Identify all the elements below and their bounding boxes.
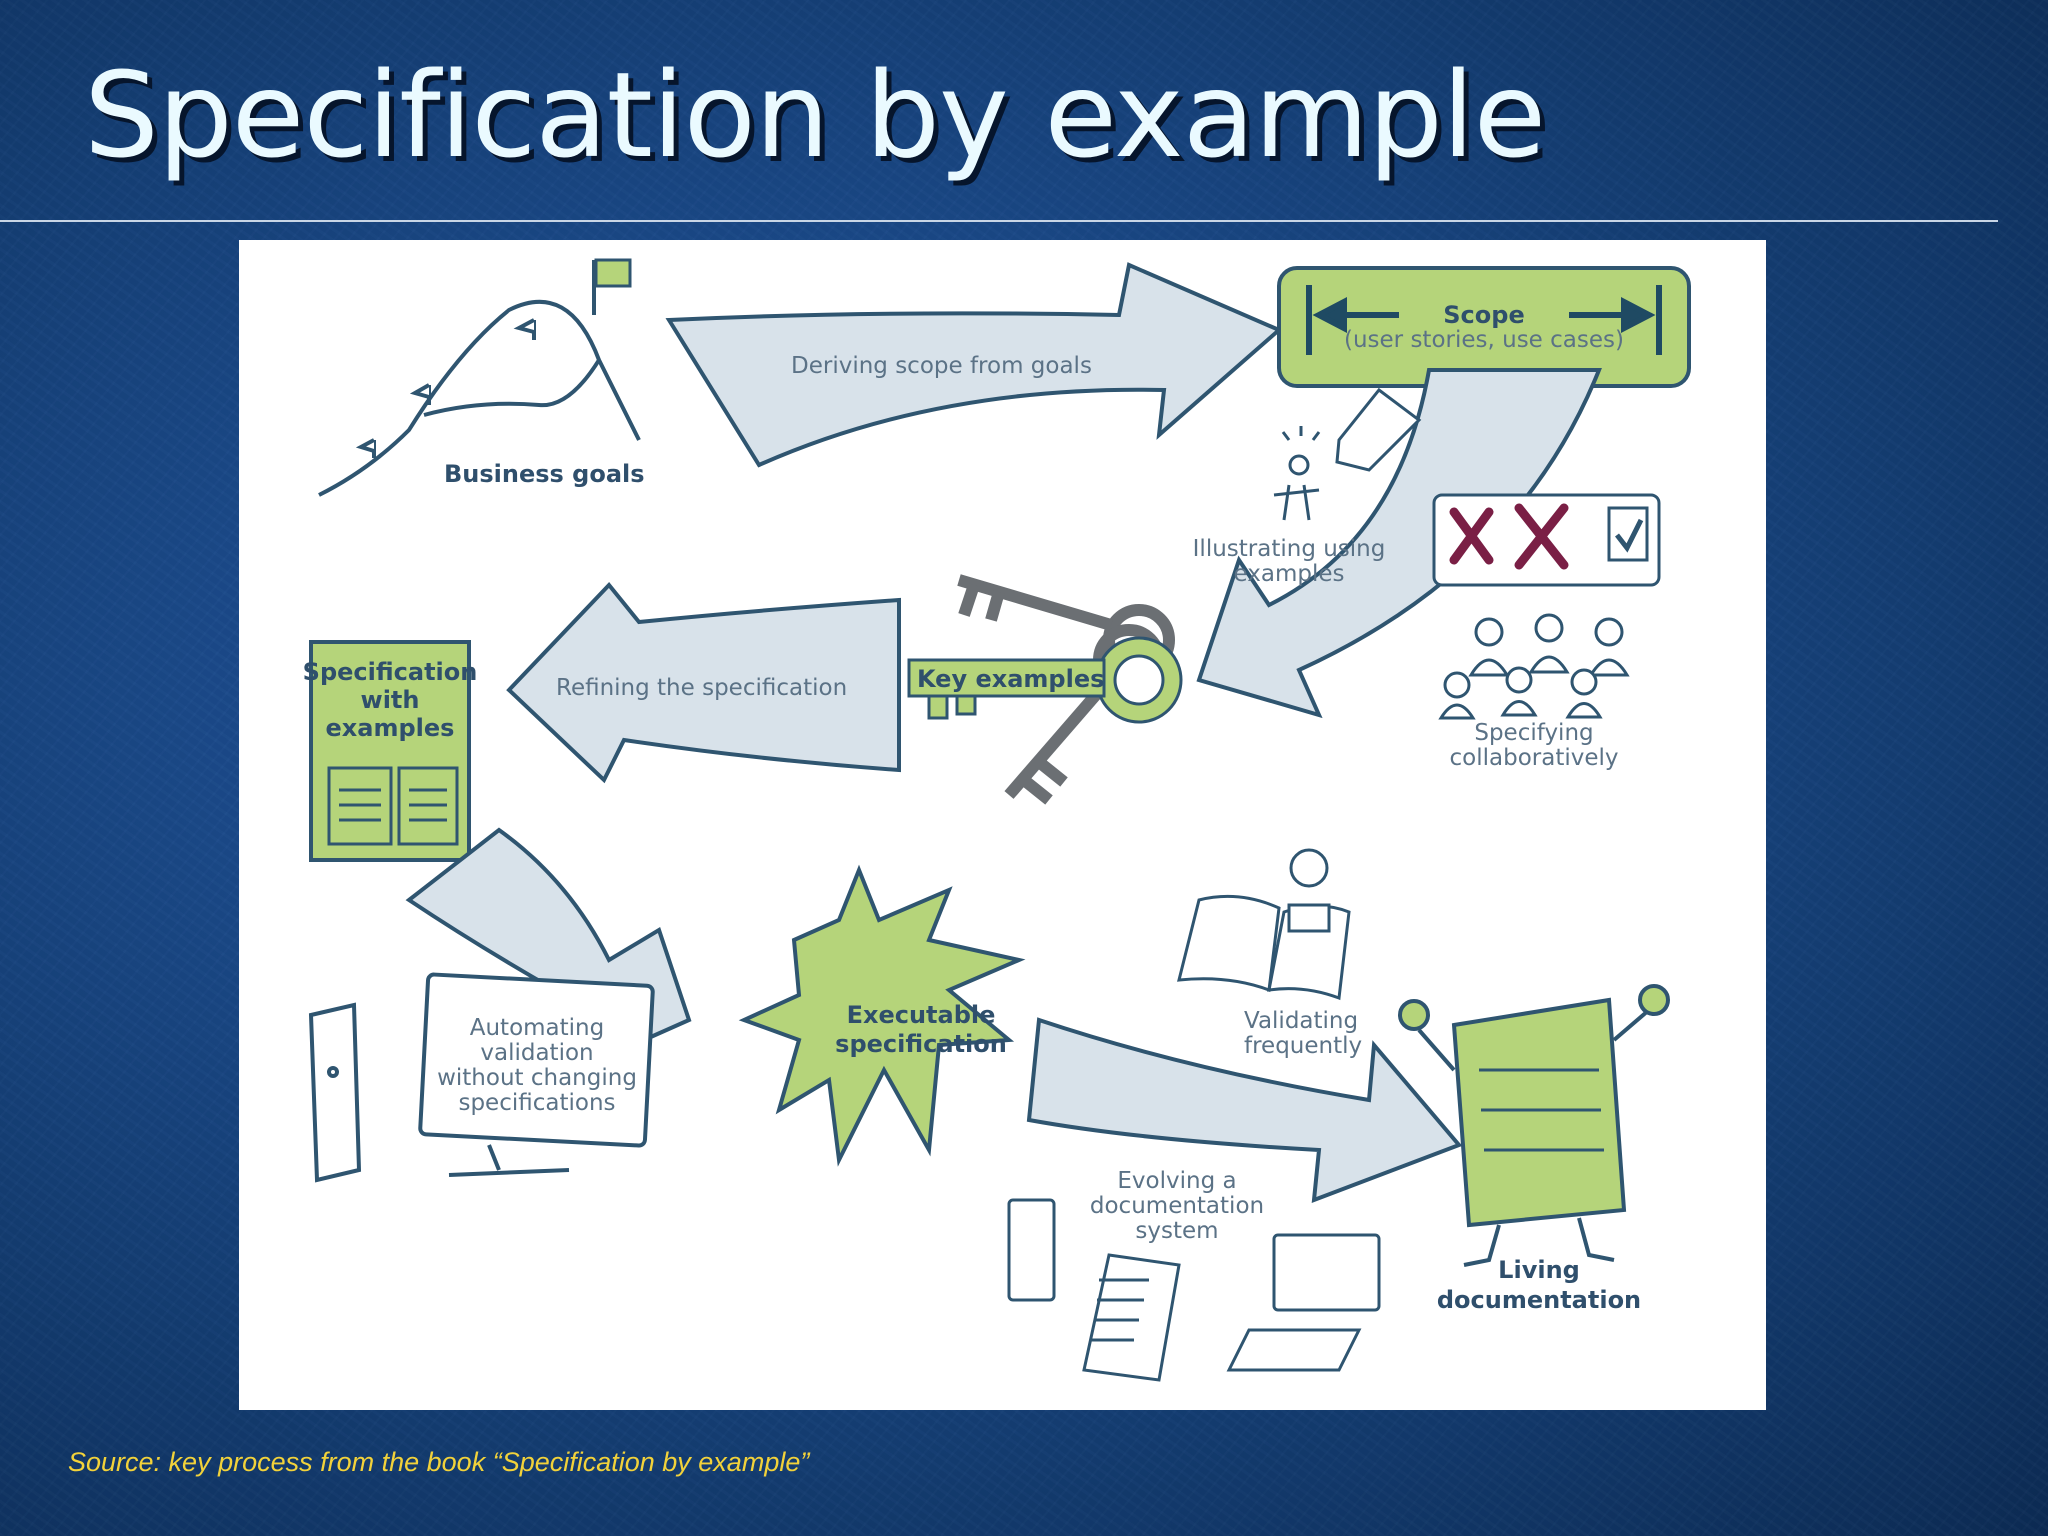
executable-label-1: Executable bbox=[847, 1001, 996, 1029]
evolving-label-2: documentation bbox=[1090, 1193, 1264, 1219]
illustrating-label-1: Illustrating using bbox=[1193, 536, 1386, 562]
spec-with-label-1: Specification bbox=[303, 658, 478, 686]
validating-label-2: frequently bbox=[1244, 1033, 1362, 1059]
spec-with-label-3: examples bbox=[326, 714, 455, 742]
living-label-1: Living bbox=[1498, 1256, 1580, 1284]
spec-pages-icon bbox=[327, 766, 459, 846]
executable-label-2: specification bbox=[835, 1030, 1007, 1058]
slide-title: Specification by example bbox=[84, 46, 1546, 184]
people-group-icon bbox=[1438, 613, 1630, 720]
scope-subtitle: (user stories, use cases) bbox=[1344, 327, 1624, 353]
title-divider bbox=[0, 220, 1998, 222]
stamp-book-icon bbox=[1177, 848, 1351, 1001]
mountain-icon bbox=[318, 258, 641, 497]
scope-title: Scope bbox=[1443, 301, 1524, 329]
spec-with-label-2: with bbox=[361, 686, 420, 714]
check-icon bbox=[1615, 518, 1644, 553]
documentation-artifacts-icon bbox=[1007, 1198, 1381, 1382]
validating-label-1: Validating bbox=[1244, 1008, 1358, 1034]
deriving-scope-label: Deriving scope from goals bbox=[791, 353, 1092, 379]
refining-arrow bbox=[506, 581, 901, 784]
computer-icon bbox=[308, 972, 655, 1183]
pencil-icon bbox=[1335, 387, 1422, 472]
scope-range-arrows bbox=[1306, 285, 1662, 355]
diagram-canvas: Business goals Deriving scope from goals… bbox=[303, 258, 1691, 1382]
scope-to-key-arrow bbox=[1196, 368, 1602, 719]
living-label-2: documentation bbox=[1437, 1286, 1641, 1314]
living-documentation-character bbox=[1398, 984, 1670, 1267]
source-caption: Source: key process from the book “Speci… bbox=[68, 1447, 810, 1477]
executable-starburst bbox=[738, 864, 1026, 1167]
key-examples-label: Key examples bbox=[917, 665, 1104, 693]
automating-label-4: specifications bbox=[458, 1090, 615, 1116]
evolving-arrow bbox=[1026, 1017, 1463, 1204]
green-key-icon bbox=[907, 636, 1183, 724]
rejected-option-icons bbox=[1449, 503, 1569, 570]
automating-label-1: Automating bbox=[470, 1015, 605, 1041]
refining-label: Refining the specification bbox=[556, 675, 847, 701]
specifying-label-2: collaboratively bbox=[1450, 745, 1619, 771]
business-goals-label: Business goals bbox=[444, 460, 645, 488]
illustrating-label-2: examples bbox=[1234, 561, 1345, 587]
person-lightbulb-icon bbox=[1273, 426, 1321, 521]
accepted-option bbox=[1607, 506, 1649, 562]
process-diagram: Business goals Deriving scope from goals… bbox=[239, 240, 1766, 1410]
evolving-label-1: Evolving a bbox=[1117, 1168, 1236, 1194]
specifying-label-1: Specifying bbox=[1474, 720, 1593, 746]
automating-label-3: without changing bbox=[437, 1065, 637, 1091]
evolving-label-3: system bbox=[1135, 1218, 1218, 1244]
automating-label-2: validation bbox=[480, 1040, 593, 1066]
